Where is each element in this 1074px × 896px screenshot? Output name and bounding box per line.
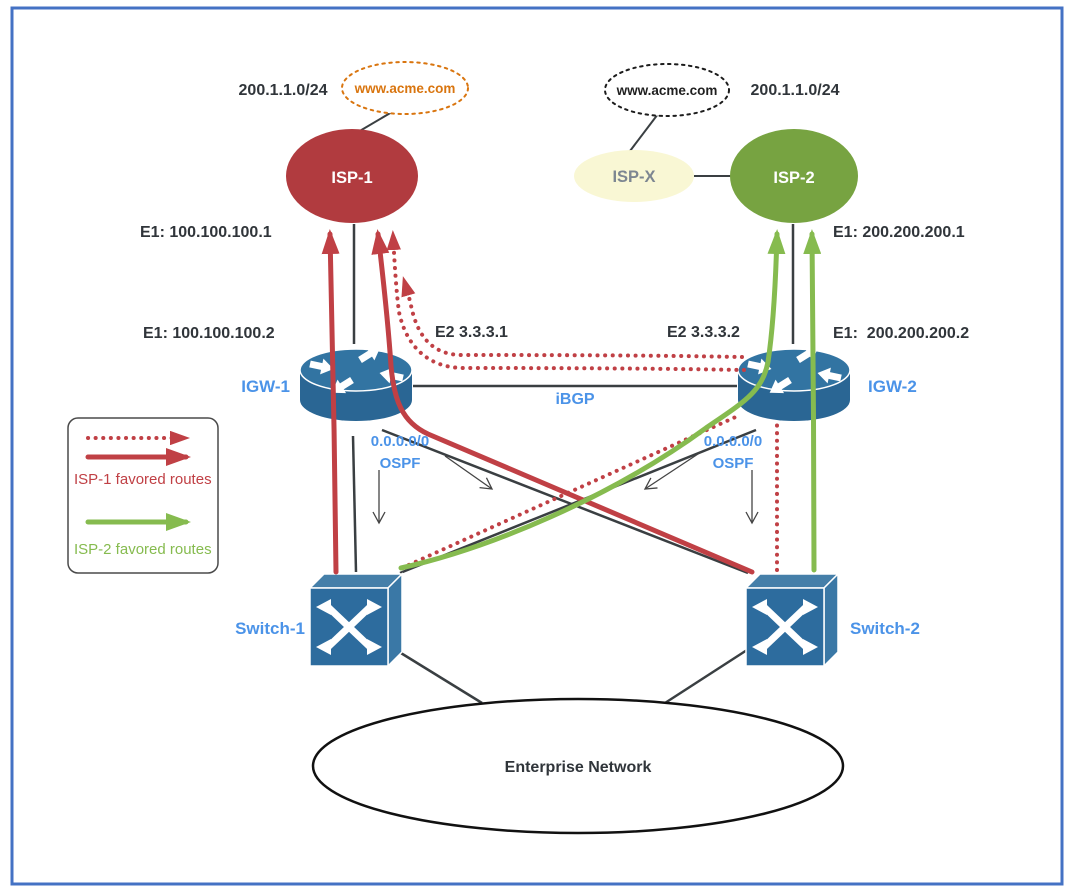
interface-label-e1-igw2: E1: 200.200.200.2	[833, 325, 969, 342]
isp2-label: ISP-2	[773, 169, 814, 187]
switch1-icon	[310, 574, 402, 666]
interface-label-e1-igw1: E1: 100.100.100.2	[143, 325, 275, 342]
route-switch1-igw1-isp1	[321, 229, 340, 575]
switch1-label: Switch-1	[235, 619, 305, 638]
ospf-propagation-arrows	[372, 451, 759, 525]
switch2-icon	[746, 574, 838, 666]
interface-label-e2-igw1: E2 3.3.3.1	[435, 324, 508, 341]
ospf-arrow-right-diagonal	[643, 451, 702, 490]
legend-isp2-routes-label: ISP-2 favored routes	[74, 541, 212, 558]
legend-isp1-routes-label: ISP-1 favored routes	[74, 471, 212, 488]
switch2-label: Switch-2	[850, 619, 920, 638]
acme-label-left: www.acme.com	[354, 81, 456, 96]
prefix-label-left: 200.1.1.0/24	[239, 82, 328, 99]
route-switch1-igw2-isp2	[398, 229, 786, 571]
ispx-node	[574, 150, 694, 202]
igw1-label: IGW-1	[241, 377, 290, 396]
ibgp-label: iBGP	[555, 391, 594, 408]
link-igw1-switch2	[381, 428, 749, 575]
link-isp1-acme	[357, 111, 393, 133]
isp1-label: ISP-1	[331, 169, 372, 187]
interface-label-e2-igw2: E2 3.3.3.2	[667, 324, 740, 341]
acme-cloud-right	[604, 63, 730, 117]
route-dotted-ibgp-upper-to-isp1	[401, 276, 744, 359]
link-switch2-enterprise	[664, 648, 748, 705]
isp2-favored-routes	[398, 229, 822, 573]
enterprise-network-node	[311, 697, 845, 835]
interface-label-e1-isp2: E1: 200.200.200.1	[833, 224, 965, 241]
isp2-node	[730, 129, 858, 223]
route-switch2-igw2-isp2	[803, 229, 822, 573]
ospf-right-protocol-label: OSPF	[713, 455, 754, 472]
interface-label-e1-isp1: E1: 100.100.100.1	[140, 224, 272, 241]
prefix-label-right: 200.1.1.0/24	[751, 82, 840, 99]
ospf-left-prefix-label: 0.0.0.0/0	[371, 433, 429, 450]
igw2-label: IGW-2	[868, 377, 917, 396]
enterprise-network-label: Enterprise Network	[505, 759, 652, 776]
ospf-right-prefix-label: 0.0.0.0/0	[704, 433, 762, 450]
ospf-left-protocol-label: OSPF	[380, 455, 421, 472]
route-dotted-switch1-igw2	[400, 413, 742, 570]
legend: ISP-1 favored routes ISP-2 favored route…	[67, 417, 219, 574]
ispx-label: ISP-X	[612, 168, 655, 186]
route-dotted-ibgp-lower-to-isp1	[386, 230, 746, 372]
link-igw1-switch1	[351, 435, 358, 573]
route-switch2-igw1-isp1	[371, 229, 755, 575]
isp1-node	[286, 129, 418, 223]
isp1-favored-routes-solid	[321, 229, 755, 575]
isp1-favored-routes-dotted	[386, 230, 779, 572]
acme-label-right: www.acme.com	[616, 83, 718, 98]
ospf-arrow-left-diagonal	[444, 455, 494, 490]
acme-cloud-left	[341, 61, 469, 115]
link-switch1-enterprise	[395, 648, 483, 705]
link-ispx-acme	[629, 113, 659, 152]
